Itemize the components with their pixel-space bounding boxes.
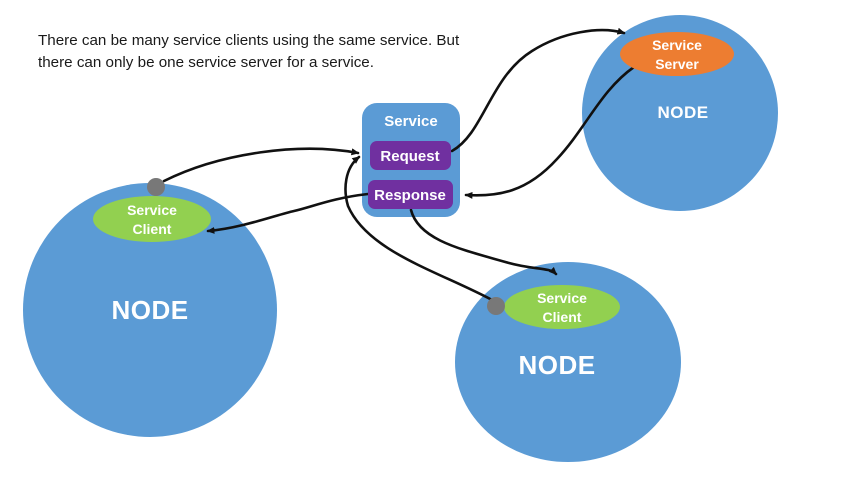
- service-server-badge-line1: Service: [652, 37, 702, 53]
- arrow-response-to-client-left: [206, 192, 370, 234]
- request-label: Request: [380, 148, 439, 165]
- description-line-1: There can be many service clients using …: [38, 32, 460, 49]
- service-client-badge-bottom-line1: Service: [537, 290, 587, 306]
- node-left-label: NODE: [111, 295, 188, 325]
- service-client-badge-left-line2: Client: [133, 221, 172, 237]
- arrow-response-to-client-bottom: [409, 208, 558, 276]
- service-client-badge-bottom-line2: Client: [543, 309, 582, 325]
- description-line-2: there can only be one service server for…: [38, 54, 374, 71]
- arrow-server-to-response: [464, 65, 636, 199]
- connector-dot-left: [147, 178, 165, 196]
- request-box: [370, 141, 451, 170]
- service-server-badge: [620, 32, 734, 76]
- response-box: [368, 180, 453, 209]
- service-client-badge-bottom: [504, 285, 620, 329]
- service-server-badge-line2: Server: [655, 56, 699, 72]
- response-label: Response: [374, 187, 446, 204]
- connector-dot-bottom: [487, 297, 505, 315]
- node-left-circle: [23, 183, 277, 437]
- arrow-client-bottom-to-request: [344, 155, 494, 302]
- arrow-request-to-server: [450, 27, 626, 153]
- service-client-badge-left: [93, 196, 211, 242]
- arrow-client-left-to-request: [162, 147, 360, 183]
- node-right-label: NODE: [657, 103, 708, 122]
- service-client-badge-left-line1: Service: [127, 202, 177, 218]
- node-bottom-label: NODE: [518, 350, 595, 380]
- service-box-title: Service: [384, 113, 437, 130]
